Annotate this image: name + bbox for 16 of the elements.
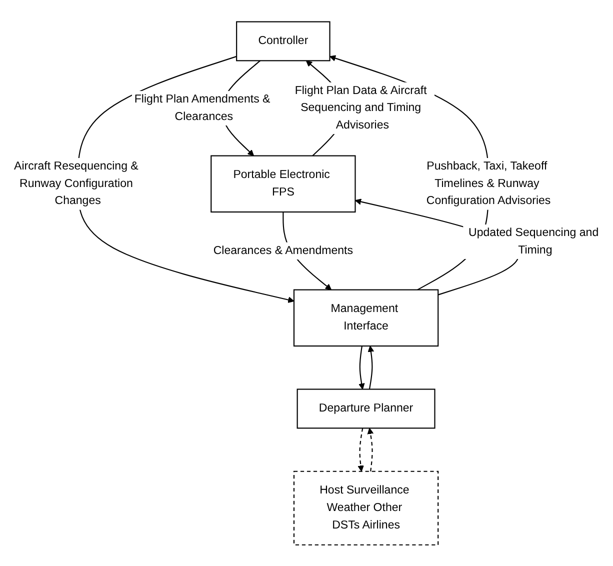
arrow	[368, 345, 374, 389]
arrow	[358, 346, 365, 390]
node-box: Portable Electronic FPS	[210, 154, 356, 212]
edge-label: Updated Sequencing and Timing	[468, 226, 599, 256]
edge-label: Flight Plan Data & Aircraft Sequencing and Timing Advisories	[294, 84, 427, 131]
edge-label: Clearances & Amendments	[213, 244, 354, 256]
edge-label: Pushback, Taxi, Takeoff Timelines & Runway Configuration Advisories	[426, 160, 551, 207]
arrow	[77, 56, 294, 303]
node-box: Host Surveillance Weather Other DSTs Airlines	[293, 470, 439, 546]
arrow	[358, 428, 364, 472]
edge-label: Flight Plan Amendments & Clearances	[134, 92, 270, 122]
arrow	[367, 428, 374, 472]
node-box: Departure Planner	[296, 388, 436, 428]
node-box: Management Interface	[293, 288, 439, 346]
edge-label: Aircraft Resequencing & Runway Configuration Changes	[14, 160, 138, 207]
node-box: Controller	[236, 20, 330, 61]
